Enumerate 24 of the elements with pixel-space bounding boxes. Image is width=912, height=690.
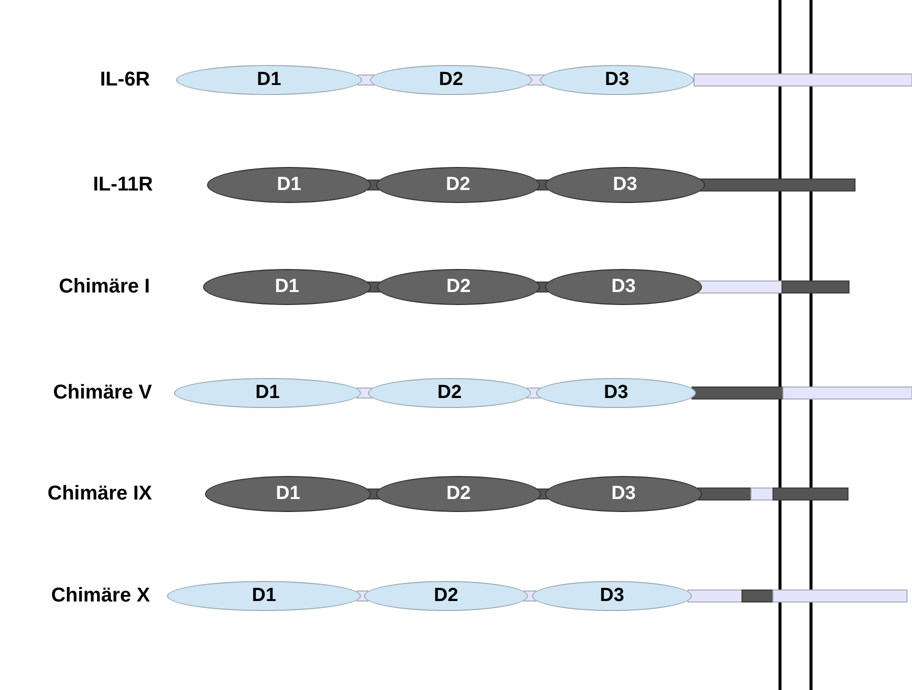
domain-label: D3 xyxy=(604,382,628,404)
domain-label: D3 xyxy=(612,174,638,196)
domain-label: D1 xyxy=(276,483,300,505)
domain-label: D1 xyxy=(274,276,300,298)
domain-label: D1 xyxy=(276,174,302,196)
domain-label: D3 xyxy=(600,585,624,607)
row-label: Chimäre X xyxy=(51,584,150,608)
domain-label: D2 xyxy=(437,382,462,404)
domain-label: D2 xyxy=(446,174,470,196)
domain-label: D1 xyxy=(252,585,276,607)
row-label: Chimäre IX xyxy=(48,482,152,506)
row-label: Chimäre I xyxy=(58,276,150,298)
domain-label: D1 xyxy=(256,69,282,91)
domain-label: D2 xyxy=(446,276,471,298)
row-label: IL-6R xyxy=(100,68,150,92)
domain-label: D2 xyxy=(438,69,464,91)
domain-label: D3 xyxy=(604,69,630,91)
row-label: Chimäre V xyxy=(53,382,152,404)
domain-label: D2 xyxy=(446,483,471,505)
domain-label: D3 xyxy=(611,483,636,505)
domain-label: D2 xyxy=(434,585,458,607)
domain-label: D3 xyxy=(611,276,636,298)
row-label: IL-11R xyxy=(92,174,153,196)
domain-label: D1 xyxy=(255,382,280,404)
